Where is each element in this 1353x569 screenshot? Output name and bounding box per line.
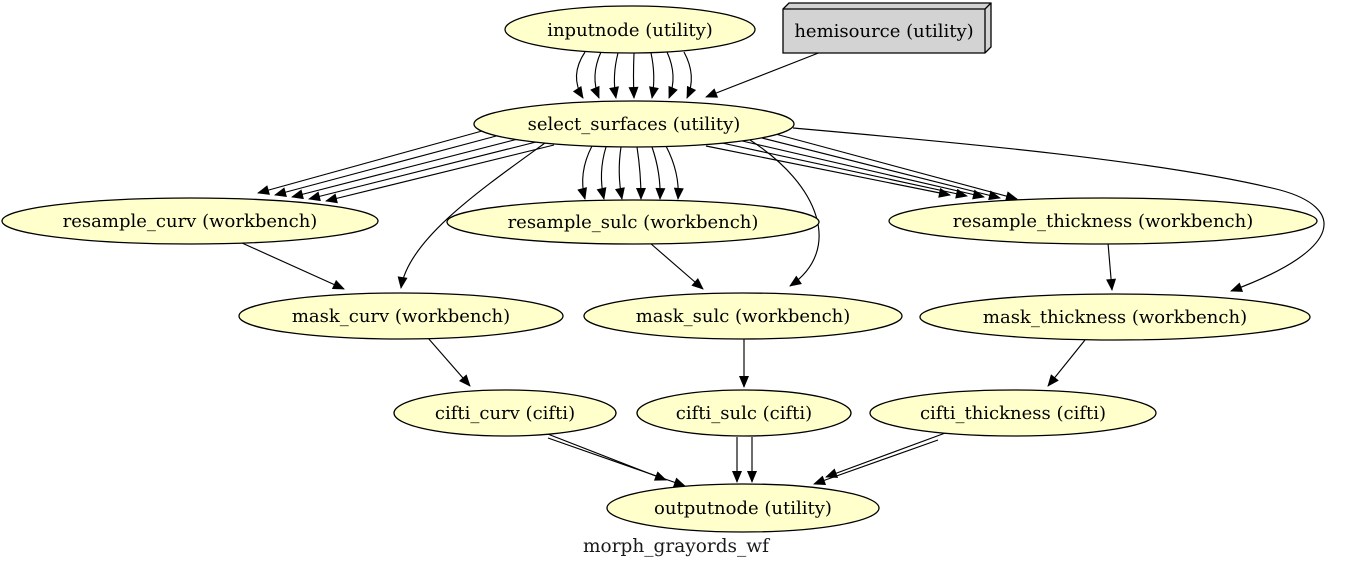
- edge-select_surfaces-mask_curv: [397, 142, 546, 289]
- edge-select_surfaces-resample_sulc: [651, 146, 666, 200]
- edge-cifti_thickness-outputnode: [825, 431, 949, 478]
- node-resample_sulc-shape: [446, 199, 820, 245]
- edge-select_surfaces-resample_sulc: [615, 146, 625, 200]
- edge-inputnode-select_surfaces: [683, 51, 697, 99]
- graph-caption: morph_grayords_wf: [583, 536, 770, 557]
- edge-select_surfaces-resample_sulc: [596, 146, 607, 200]
- edge-mask_curv-cifti_curv: [427, 337, 471, 387]
- edge-select_surfaces-resample_sulc: [577, 145, 593, 200]
- edge-select_surfaces-resample_sulc: [635, 146, 646, 200]
- node-cifti_thickness: cifti_thickness (cifti): [869, 389, 1157, 437]
- edge-select_surfaces-resample_thickness: [721, 142, 968, 199]
- node-select_surfaces: select_surfaces (utility): [473, 100, 795, 148]
- node-resample_sulc-label: resample_sulc (workbench): [508, 212, 759, 233]
- edge-select_surfaces-resample_sulc: [665, 145, 684, 200]
- edge-hemisource-select_surfaces: [705, 51, 822, 98]
- edge-cifti_thickness-outputnode: [813, 439, 939, 486]
- node-cifti_curv-label: cifti_curv (cifti): [435, 403, 575, 424]
- node-cifti_sulc-label: cifti_sulc (cifti): [676, 403, 812, 424]
- node-resample_sulc: resample_sulc (workbench): [446, 199, 820, 245]
- node-cifti_thickness-shape: [869, 389, 1157, 437]
- edge-select_surfaces-mask_thickness: [792, 127, 1325, 292]
- edge-inputnode-select_surfaces: [609, 52, 619, 99]
- node-resample_curv-label: resample_curv (workbench): [63, 211, 318, 232]
- edge-inputnode-select_surfaces: [649, 52, 659, 99]
- edge-inputnode-select_surfaces: [666, 51, 678, 99]
- edge-layer: [241, 51, 1325, 488]
- node-mask_thickness-label: mask_thickness (workbench): [983, 307, 1247, 328]
- node-hemisource-shape: [782, 2, 992, 54]
- node-cifti_thickness-label: cifti_thickness (cifti): [920, 403, 1106, 424]
- node-mask_sulc-label: mask_sulc (workbench): [636, 306, 851, 327]
- node-select_surfaces-shape: [473, 100, 795, 148]
- node-mask_thickness: mask_thickness (workbench): [919, 293, 1311, 341]
- node-cifti_curv: cifti_curv (cifti): [393, 389, 617, 437]
- node-outputnode-shape: [606, 483, 880, 533]
- edge-select_surfaces-resample_thickness: [705, 145, 951, 198]
- node-resample_thickness-shape: [888, 197, 1318, 245]
- edge-select_surfaces-resample_curv: [308, 141, 537, 202]
- node-hemisource-label: hemisource (utility): [794, 21, 973, 42]
- edge-cifti_curv-outputnode: [547, 437, 686, 488]
- edge-inputnode-select_surfaces: [572, 51, 586, 99]
- edge-resample_thickness-mask_thickness: [1106, 242, 1117, 291]
- node-resample_curv-shape: [1, 197, 379, 245]
- node-mask_curv: mask_curv (workbench): [238, 292, 564, 340]
- node-select_surfaces-label: select_surfaces (utility): [528, 114, 741, 135]
- edge-inputnode-select_surfaces: [628, 52, 639, 99]
- node-mask_curv-label: mask_curv (workbench): [292, 306, 510, 327]
- node-inputnode: inputnode (utility): [504, 5, 756, 54]
- edge-select_surfaces-mask_sulc: [749, 139, 820, 287]
- node-cifti_sulc: cifti_sulc (cifti): [636, 389, 852, 437]
- node-mask_sulc: mask_sulc (workbench): [583, 292, 903, 340]
- edge-select_surfaces-resample_thickness: [753, 135, 1001, 201]
- node-outputnode-label: outputnode (utility): [654, 498, 832, 519]
- edge-resample_curv-mask_curv: [241, 242, 345, 290]
- node-resample_curv: resample_curv (workbench): [1, 197, 379, 245]
- edge-inputnode-select_surfaces: [590, 51, 602, 99]
- node-inputnode-shape: [504, 5, 756, 54]
- edge-resample_sulc-mask_sulc: [649, 242, 704, 290]
- node-mask_curv-shape: [238, 292, 564, 340]
- node-mask_sulc-shape: [583, 292, 903, 340]
- edge-select_surfaces-resample_thickness: [767, 131, 1018, 201]
- node-cifti_curv-shape: [393, 389, 617, 437]
- node-resample_thickness-label: resample_thickness (workbench): [953, 211, 1253, 232]
- edge-select_surfaces-resample_thickness: [737, 139, 985, 200]
- node-resample_thickness: resample_thickness (workbench): [888, 197, 1318, 245]
- node-hemisource: hemisource (utility): [782, 2, 992, 54]
- node-mask_thickness-shape: [919, 293, 1311, 341]
- node-inputnode-label: inputnode (utility): [547, 20, 713, 41]
- edge-select_surfaces-resample_curv: [257, 130, 483, 195]
- edge-select_surfaces-resample_curv: [325, 144, 555, 204]
- node-cifti_sulc-shape: [636, 389, 852, 437]
- edge-select_surfaces-resample_curv: [291, 138, 519, 200]
- node-outputnode: outputnode (utility): [606, 483, 880, 533]
- node-hemisource-shape-inner: [783, 2, 992, 53]
- edge-select_surfaces-resample_curv: [274, 134, 501, 197]
- edge-mask_thickness-cifti_thickness: [1047, 339, 1086, 387]
